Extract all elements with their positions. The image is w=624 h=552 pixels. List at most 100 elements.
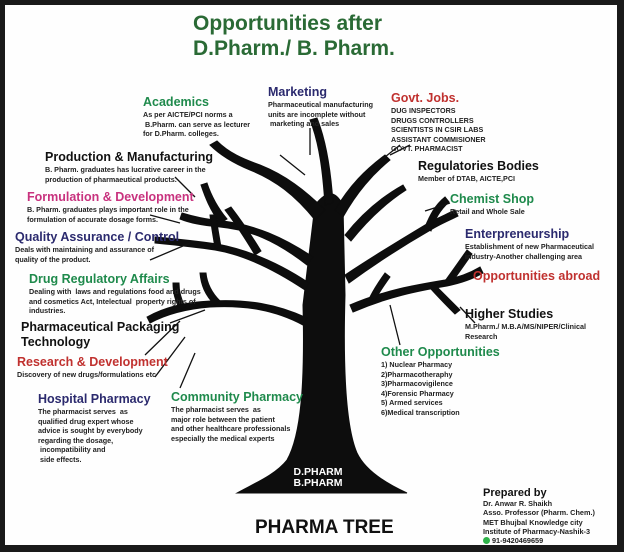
- quality-text-1: Deals with maintaining and assurance of: [15, 245, 154, 254]
- branch-entrepreneurship: Enterpreneurship Establishment of new Ph…: [465, 227, 594, 261]
- entrepreneurship-heading: Enterpreneurship: [465, 227, 570, 241]
- hospital-text-1: The pharmacist serves as: [38, 407, 128, 416]
- branch-packaging: Pharmaceutical Packaging Technology: [21, 320, 179, 350]
- formulation-heading: Formulation & Development: [27, 190, 194, 204]
- tree-illustration: [144, 117, 484, 494]
- branch-left-bottom: [146, 300, 308, 326]
- packaging-heading-2: Technology: [21, 335, 91, 349]
- branch-upper-right: [334, 154, 391, 218]
- formulation-text-1: B. Pharm. graduates plays important role…: [27, 205, 189, 214]
- other-text-1: 1) Nuclear Pharmacy: [381, 360, 453, 369]
- branch-govt-jobs: Govt. Jobs. DUG INSPECTORS DRUGS CONTROL…: [391, 91, 486, 154]
- hospital-text-2: qualified drug expert whose: [38, 416, 134, 426]
- production-text-1: B. Pharm. graduates has lucrative career…: [45, 165, 206, 174]
- marketing-heading: Marketing: [268, 85, 328, 99]
- prepared-by-block: Prepared by Dr. Anwar R. Shaikh Asso. Pr…: [483, 487, 595, 545]
- branch-quality: Quality Assurance / Control Deals with m…: [15, 230, 179, 264]
- branch-higher-studies: Higher Studies M.Pharm./ M.B.A/MS/NIPER/…: [465, 307, 586, 341]
- research-heading: Research & Development: [17, 355, 168, 369]
- higher-studies-text-1: M.Pharm./ M.B.A/MS/NIPER/Clinical: [465, 322, 587, 331]
- branch-community: Community Pharmacy The pharmacist serves…: [171, 390, 303, 443]
- community-heading: Community Pharmacy: [171, 390, 303, 404]
- other-text-4: 4)Forensic Pharmacy: [381, 388, 454, 398]
- title-line-1: Opportunities after: [193, 12, 383, 35]
- branch-regulatory-bodies: Regulatories Bodies Member of DTAB, AICT…: [418, 159, 539, 184]
- govt-jobs-text-3: SCIENTISTS IN CSIR LABS: [391, 125, 484, 134]
- branch-left-lower: [154, 236, 310, 291]
- drug-regulatory-heading: Drug Regulatory Affairs: [29, 272, 170, 286]
- quality-text-2: quality of the product.: [15, 254, 91, 264]
- author-line-4: Institute of Pharmacy-Nashik-3: [483, 526, 591, 536]
- higher-studies-text-2: Research: [465, 331, 498, 341]
- other-text-2: 2)Pharmacotheraphy: [381, 369, 453, 379]
- abroad-heading: Opportunities abroad: [473, 269, 601, 283]
- production-text-2: production of pharmaeutical products.: [45, 174, 177, 184]
- community-text-2: major role between the patient: [171, 414, 275, 424]
- trunk-label-2: B.PHARM: [293, 477, 343, 489]
- community-text-4: especially the medical experts: [171, 433, 275, 443]
- tree-trunk: [235, 193, 408, 494]
- phone-line: 91-9420469659: [483, 536, 595, 545]
- other-text-6: 6)Medical transcription: [381, 407, 460, 417]
- other-text-5: 5) Armed services: [381, 398, 443, 407]
- formulation-text-2: formulation of accurate dosage forms.: [27, 214, 158, 224]
- author-line-2: Asso. Professor (Pharm. Chem.): [483, 508, 595, 518]
- hospital-text-3: advice is sought by everybody: [38, 426, 143, 435]
- branch-research: Research & Development Discovery of new …: [17, 355, 168, 380]
- branch-other: Other Opportunities 1) Nuclear Pharmacy …: [381, 345, 500, 417]
- branch-right-lower: [349, 266, 484, 313]
- govt-jobs-text-1: DUG INSPECTORS: [391, 106, 456, 115]
- community-text-1: The pharmacist serves as: [171, 405, 261, 414]
- govt-jobs-text-5: GOVT. PHARMACIST: [391, 144, 463, 153]
- chemist-shop-text-1: Retail and Whole Sale: [450, 207, 525, 216]
- title-line-2: D.Pharm./ B. Pharm.: [193, 37, 395, 60]
- packaging-heading-1: Pharmaceutical Packaging: [21, 320, 180, 334]
- author-line-1: Dr. Anwar R. Shaikh: [483, 499, 553, 508]
- marketing-text-3: marketing and sales: [268, 119, 340, 128]
- community-text-3: and other healthcare professionals: [171, 424, 291, 433]
- entrepreneurship-text-2: industry-Another challenging area: [465, 251, 583, 261]
- branch-abroad: Opportunities abroad: [473, 269, 600, 284]
- footer-title: PHARMA TREE: [255, 517, 394, 538]
- branch-upper-left: [209, 140, 326, 221]
- quality-heading: Quality Assurance / Control: [15, 230, 180, 244]
- hospital-text-6: side effects.: [38, 454, 82, 464]
- academics-heading: Academics: [143, 95, 210, 109]
- govt-jobs-text-4: ASSISTANT COMMISIONER: [391, 134, 486, 144]
- drug-regulatory-text-3: industries.: [29, 306, 66, 315]
- trunk-label: D.PHARM B.PHARM: [288, 467, 348, 489]
- regulatory-bodies-heading: Regulatories Bodies: [418, 159, 539, 173]
- marketing-text-1: Pharmaceutical manufacturing: [268, 100, 374, 109]
- academics-text-2: B.Pharm. can serve as lecturer: [143, 119, 251, 129]
- prepared-by-heading: Prepared by: [483, 487, 547, 499]
- entrepreneurship-text-1: Establishment of new Pharmaceutical: [465, 242, 595, 251]
- poster-title: Opportunities after D.Pharm./ B. Pharm.: [193, 11, 395, 61]
- marketing-text-2: units are incomplete without: [268, 109, 366, 119]
- whatsapp-icon: [483, 537, 490, 545]
- research-text-1: Discovery of new drugs/formulations etc: [17, 370, 156, 379]
- tree-shape: [146, 117, 484, 494]
- academics-text-3: for D.Pharm. colleges.: [143, 129, 219, 138]
- hospital-text-5: incompatibility and: [38, 445, 106, 454]
- drug-regulatory-text-2: and cosmetics Act, Intelectual property …: [29, 296, 196, 306]
- branch-hospital: Hospital Pharmacy The pharmacist serves …: [38, 392, 151, 464]
- academics-text-1: As per AICTE/PCI norms a: [143, 110, 233, 119]
- other-heading: Other Opportunities: [381, 345, 500, 359]
- drug-regulatory-text-1: Dealing with laws and regulations food a…: [29, 287, 201, 296]
- branch-academics: Academics As per AICTE/PCI norms a B.Pha…: [143, 95, 250, 139]
- author-line-3: MET Bhujbal Knowledge city: [483, 517, 583, 527]
- govt-jobs-heading: Govt. Jobs.: [391, 91, 460, 105]
- branch-chemist-shop: Chemist Shop Retail and Whole Sale: [450, 192, 534, 217]
- regulatory-bodies-text-1: Member of DTAB, AICTE,PCI: [418, 174, 516, 183]
- hospital-heading: Hospital Pharmacy: [38, 392, 151, 406]
- chemist-shop-heading: Chemist Shop: [450, 192, 535, 206]
- branch-formulation: Formulation & Development B. Pharm. grad…: [27, 190, 194, 224]
- branch-marketing: Marketing Pharmaceutical manufacturing u…: [268, 85, 373, 129]
- production-heading: Production & Manufacturing: [45, 150, 214, 164]
- branch-production: Production & Manufacturing B. Pharm. gra…: [45, 150, 213, 184]
- other-text-3: 3)Pharmacovigilence: [381, 379, 453, 388]
- pharma-tree-poster: Opportunities after D.Pharm./ B. Pharm. …: [5, 5, 617, 545]
- higher-studies-heading: Higher Studies: [465, 307, 554, 321]
- hospital-text-4: regarding the dosage,: [38, 435, 114, 445]
- branch-drug-regulatory: Drug Regulatory Affairs Dealing with law…: [29, 272, 201, 316]
